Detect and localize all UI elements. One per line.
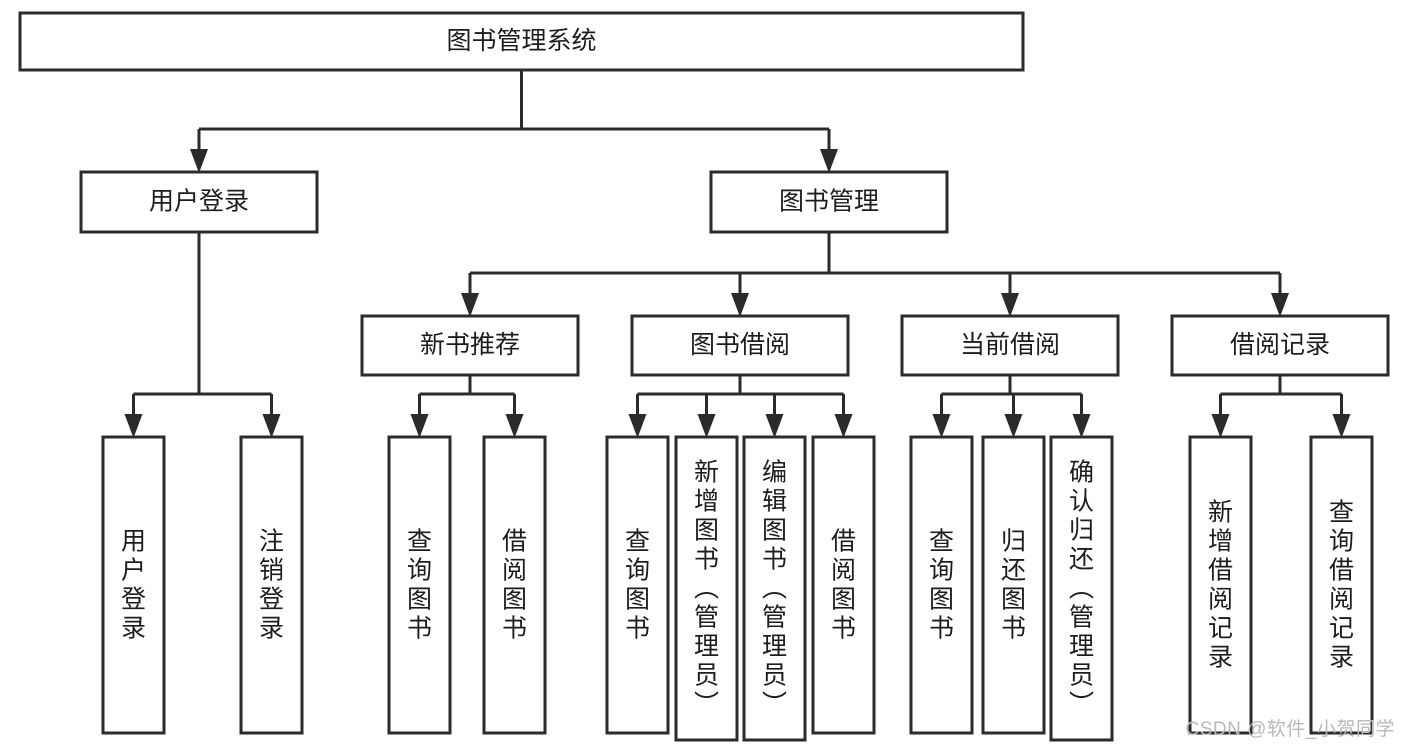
node-leaf-query-book-1[interactable]: 查询图书 — [387, 435, 452, 735]
node-label-book-management: 图书管理 — [779, 188, 879, 216]
node-layer: 图书管理系统用户登录图书管理新书推荐图书借阅当前借阅借阅记录用户登录注销登录查询… — [18, 11, 1390, 742]
node-label-leaf-query-record: 查询借阅记录 — [1329, 499, 1354, 672]
node-leaf-user-login[interactable]: 用户登录 — [101, 435, 166, 735]
node-box-leaf-return-book[interactable] — [981, 435, 1046, 735]
node-label-leaf-return-book: 归还图书 — [1001, 528, 1026, 643]
connector-layer — [124, 70, 1351, 438]
node-leaf-add-book[interactable]: 新增图书︵管理员︶ — [674, 435, 739, 742]
node-box-borrow-record[interactable] — [1170, 314, 1390, 377]
node-label-leaf-query-book-2: 查询图书 — [625, 528, 650, 643]
connector-group-book-management — [461, 232, 1289, 317]
node-box-leaf-edit-book[interactable] — [742, 435, 807, 742]
node-box-leaf-confirm-return[interactable] — [1049, 435, 1114, 742]
node-borrow-record[interactable]: 借阅记录 — [1170, 314, 1390, 377]
node-user-login[interactable]: 用户登录 — [79, 170, 319, 234]
connector-group-book-borrow — [628, 375, 853, 438]
connector-group-new-book-recommend — [410, 375, 524, 438]
node-box-leaf-logout[interactable] — [239, 435, 304, 735]
node-label-book-borrow: 图书借阅 — [690, 331, 790, 359]
node-box-current-borrow[interactable] — [900, 314, 1120, 377]
node-label-leaf-edit-book: 编辑图书︵管理员︶ — [762, 459, 787, 719]
connector-group-borrow-record — [1211, 375, 1351, 438]
node-label-root: 图书管理系统 — [446, 27, 596, 55]
node-label-user-login: 用户登录 — [149, 188, 249, 216]
node-box-leaf-query-book-3[interactable] — [909, 435, 974, 735]
connector-group-current-borrow — [932, 375, 1091, 438]
node-box-leaf-borrow-book-2[interactable] — [811, 435, 876, 735]
node-label-leaf-borrow-book-1: 借阅图书 — [502, 528, 527, 643]
node-box-leaf-query-book-2[interactable] — [605, 435, 670, 735]
node-box-leaf-user-login[interactable] — [101, 435, 166, 735]
node-book-management[interactable]: 图书管理 — [709, 170, 949, 234]
node-label-leaf-logout: 注销登录 — [259, 528, 284, 643]
node-leaf-logout[interactable]: 注销登录 — [239, 435, 304, 735]
connector-group-user-login — [124, 232, 281, 438]
node-leaf-query-book-3[interactable]: 查询图书 — [909, 435, 974, 735]
connector-group-root — [190, 70, 838, 173]
node-box-user-login[interactable] — [79, 170, 319, 234]
node-leaf-add-record[interactable]: 新增借阅记录 — [1188, 435, 1253, 735]
node-box-root[interactable] — [18, 11, 1025, 72]
node-label-leaf-borrow-book-2: 借阅图书 — [831, 528, 856, 643]
node-leaf-borrow-book-2[interactable]: 借阅图书 — [811, 435, 876, 735]
node-leaf-borrow-book-1[interactable]: 借阅图书 — [482, 435, 547, 735]
node-label-leaf-add-book: 新增图书︵管理员︶ — [694, 459, 719, 719]
node-current-borrow[interactable]: 当前借阅 — [900, 314, 1120, 377]
node-label-leaf-confirm-return: 确认归还︵管理员︶ — [1069, 459, 1094, 719]
node-box-leaf-add-record[interactable] — [1188, 435, 1253, 735]
node-label-leaf-query-book-3: 查询图书 — [929, 528, 954, 643]
node-label-borrow-record: 借阅记录 — [1230, 331, 1330, 359]
node-leaf-confirm-return[interactable]: 确认归还︵管理员︶ — [1049, 435, 1114, 742]
node-root[interactable]: 图书管理系统 — [18, 11, 1025, 72]
watermark-text: CSDN @软件_小贺同学 — [1185, 719, 1395, 740]
node-leaf-query-record[interactable]: 查询借阅记录 — [1309, 435, 1374, 735]
node-box-leaf-query-book-1[interactable] — [387, 435, 452, 735]
node-leaf-edit-book[interactable]: 编辑图书︵管理员︶ — [742, 435, 807, 742]
node-label-current-borrow: 当前借阅 — [960, 331, 1060, 359]
node-leaf-return-book[interactable]: 归还图书 — [981, 435, 1046, 735]
node-label-leaf-add-record: 新增借阅记录 — [1208, 499, 1233, 672]
node-book-borrow[interactable]: 图书借阅 — [630, 314, 850, 377]
node-label-leaf-user-login: 用户登录 — [121, 528, 146, 643]
node-new-book-recommend[interactable]: 新书推荐 — [360, 314, 580, 377]
node-box-leaf-borrow-book-1[interactable] — [482, 435, 547, 735]
node-label-new-book-recommend: 新书推荐 — [420, 331, 520, 359]
node-box-new-book-recommend[interactable] — [360, 314, 580, 377]
node-leaf-query-book-2[interactable]: 查询图书 — [605, 435, 670, 735]
node-label-leaf-query-book-1: 查询图书 — [407, 528, 432, 643]
node-box-book-management[interactable] — [709, 170, 949, 234]
node-box-book-borrow[interactable] — [630, 314, 850, 377]
node-box-leaf-add-book[interactable] — [674, 435, 739, 742]
node-box-leaf-query-record[interactable] — [1309, 435, 1374, 735]
